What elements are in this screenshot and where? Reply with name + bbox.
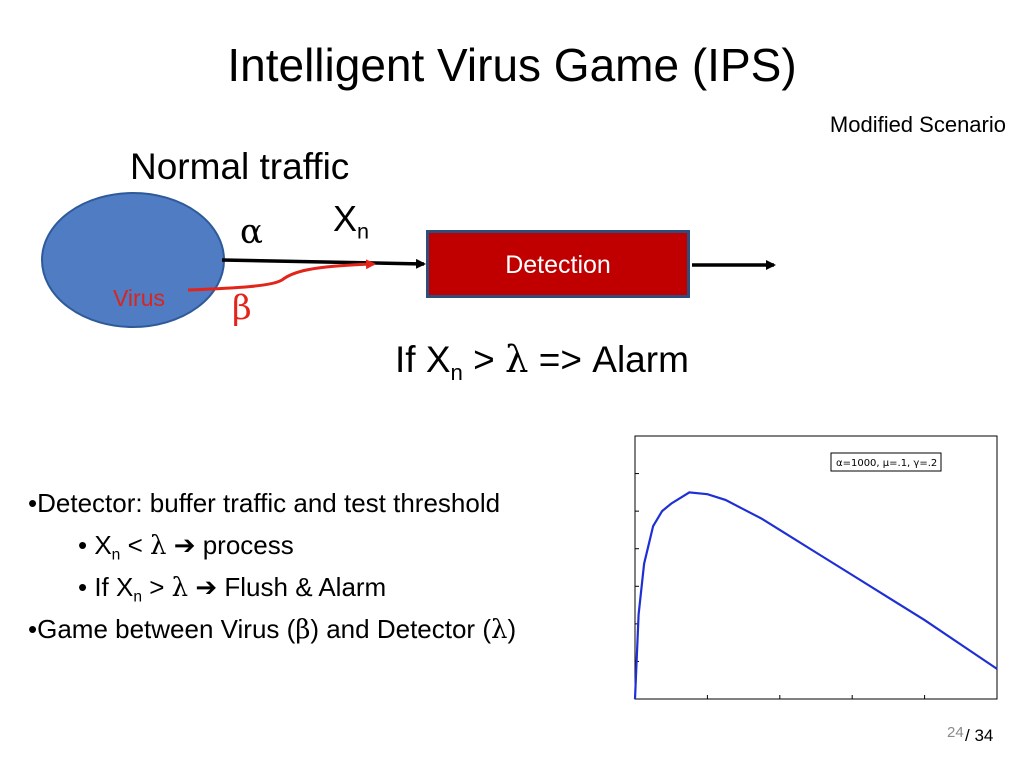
virus-label: Virus: [113, 285, 165, 311]
series-line: [633, 491, 998, 700]
virus-traffic-arrow: [187, 259, 376, 292]
normal-traffic-label: Normal traffic: [130, 146, 350, 187]
plot-frame: [634, 435, 998, 700]
bullet-detector: •Detector: buffer traffic and test thres…: [28, 488, 501, 518]
alpha-symbol: α: [240, 212, 263, 252]
tradeoff-chart: α=1000, μ=.1, γ=.2: [633, 435, 998, 700]
slide-title: Intelligent Virus Game (IPS): [227, 39, 797, 91]
alarm-rule: If Xn > λ => Alarm: [395, 338, 689, 385]
arrow-right-icon: ➔: [166, 530, 203, 560]
legend-box: [830, 452, 942, 472]
legend-text: α=1000, μ=.1, γ=.2: [836, 458, 937, 469]
xn-label: Xn: [333, 198, 370, 244]
bullet-flush-alarm: • If Xn > λ ➔ Flush & Alarm: [78, 572, 387, 606]
bullet-game: •Game between Virus (β) and Detector (λ): [28, 614, 517, 645]
chart-legend: α=1000, μ=.1, γ=.2: [830, 452, 942, 472]
normal-traffic-arrow: [221, 258, 426, 269]
page-number: 24: [947, 724, 964, 741]
slide-subtitle: Modified Scenario: [829, 112, 1006, 137]
beta-symbol: β: [232, 288, 252, 328]
page-total: / 34: [965, 726, 994, 745]
arrow-right-icon: ➔: [188, 572, 225, 602]
bullet-process: • Xn < λ ➔ process: [78, 530, 294, 564]
traffic-diagram: [41, 192, 776, 328]
detection-box: Detection: [426, 230, 690, 298]
